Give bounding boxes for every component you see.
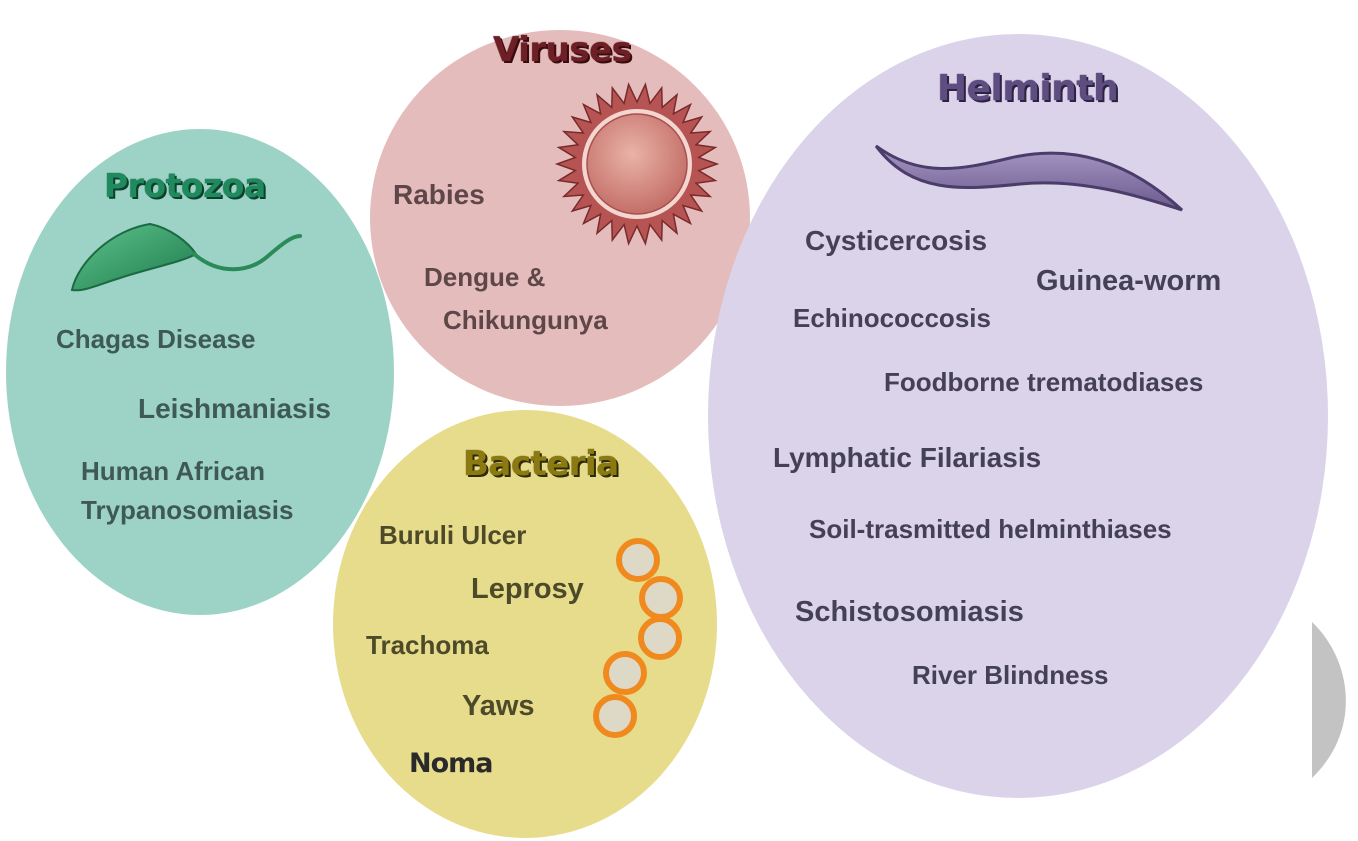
disease-label-guinea-worm: Guinea-worm bbox=[1036, 264, 1221, 299]
disease-label-foodborne-trematodiases: Foodborne trematodiases bbox=[884, 367, 1203, 399]
viruses-title: Viruses bbox=[493, 30, 631, 70]
disease-label-chagas: Chagas Disease bbox=[56, 324, 255, 356]
disease-label-dengue: Dengue & bbox=[424, 262, 545, 294]
disease-label-human-african: Human African bbox=[81, 456, 265, 488]
bacteria-title: Bacteria bbox=[463, 444, 619, 484]
disease-label-chikungunya: Chikungunya bbox=[443, 305, 608, 337]
disease-label-yaws: Yaws bbox=[462, 689, 535, 724]
disease-label-cysticercosis: Cysticercosis bbox=[805, 224, 987, 258]
disease-label-soil-transmitted: Soil-trasmitted helminthiases bbox=[809, 514, 1172, 546]
disease-label-river-blindness: River Blindness bbox=[912, 660, 1109, 692]
disease-label-rabies: Rabies bbox=[393, 178, 485, 212]
disease-label-buruli-ulcer: Buruli Ulcer bbox=[379, 520, 526, 552]
disease-label-lymphatic-filariasis: Lymphatic Filariasis bbox=[773, 441, 1041, 475]
disease-label-echinococcosis: Echinococcosis bbox=[793, 303, 991, 335]
disease-label-leishmaniasis: Leishmaniasis bbox=[138, 392, 331, 426]
protozoa-title: Protozoa bbox=[104, 166, 266, 205]
helminth-title: Helminth bbox=[937, 68, 1118, 109]
disease-label-leprosy: Leprosy bbox=[471, 572, 584, 607]
disease-label-noma: Noma bbox=[409, 748, 493, 781]
disease-label-trypanosomiasis: Trypanosomiasis bbox=[81, 495, 293, 527]
decorative-blob bbox=[1312, 622, 1346, 778]
disease-label-trachoma: Trachoma bbox=[366, 630, 489, 662]
viruses-ellipse bbox=[370, 30, 750, 406]
disease-label-schistosomiasis: Schistosomiasis bbox=[795, 595, 1024, 630]
